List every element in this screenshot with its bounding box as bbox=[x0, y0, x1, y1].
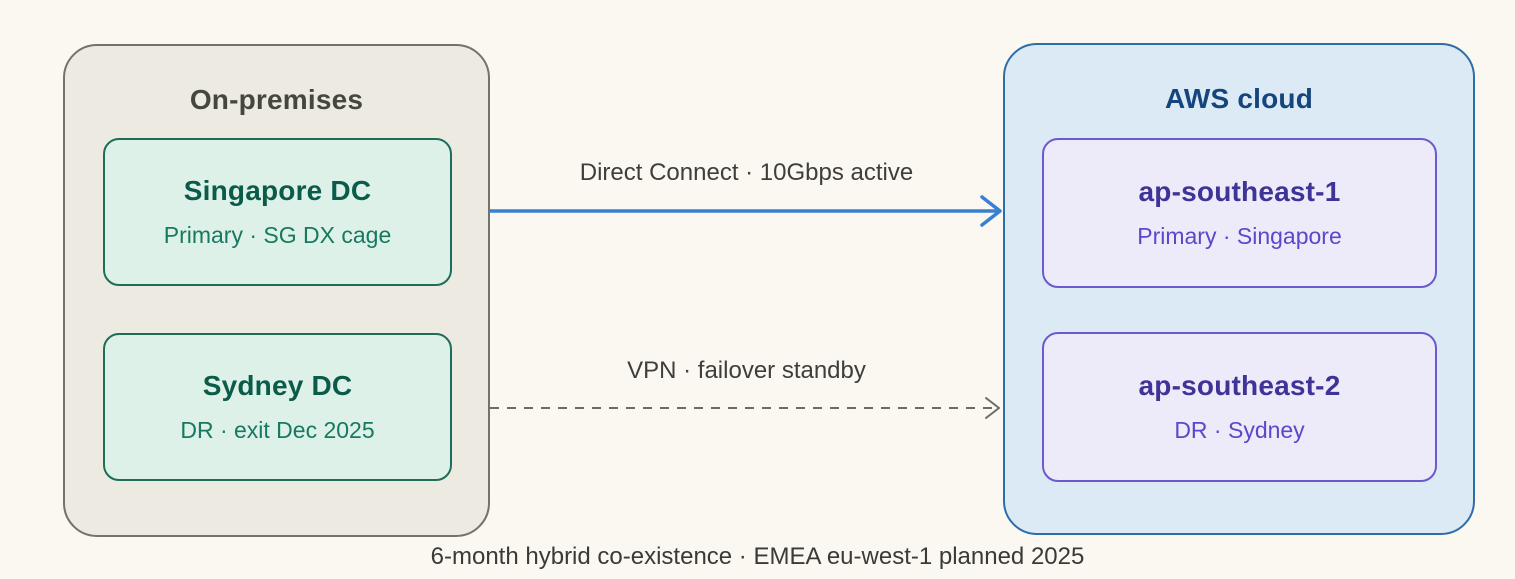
node-ap-southeast-1: ap-southeast-1 Primary · Singapore bbox=[1042, 138, 1437, 288]
edge-label-direct-connect: Direct Connect · 10Gbps active bbox=[579, 159, 914, 186]
node-singapore-dc-subtitle: Primary · SG DX cage bbox=[163, 222, 392, 248]
node-singapore-dc: Singapore DC Primary · SG DX cage bbox=[103, 138, 452, 286]
node-ap-southeast-1-title: ap-southeast-1 bbox=[1138, 176, 1341, 207]
node-singapore-dc-title: Singapore DC bbox=[183, 175, 372, 206]
node-sydney-dc-title: Sydney DC bbox=[202, 370, 353, 401]
node-ap-southeast-2-title: ap-southeast-2 bbox=[1138, 370, 1341, 401]
onprem-group-title: On-premises bbox=[189, 84, 364, 115]
node-ap-southeast-2: ap-southeast-2 DR · Sydney bbox=[1042, 332, 1437, 482]
edge-direct-connect bbox=[490, 195, 1002, 227]
arrowhead-direct-connect bbox=[980, 195, 1002, 227]
node-sydney-dc: Sydney DC DR · exit Dec 2025 bbox=[103, 333, 452, 481]
node-sydney-dc-subtitle: DR · exit Dec 2025 bbox=[180, 417, 375, 443]
edge-vpn bbox=[490, 397, 1000, 419]
node-ap-southeast-1-subtitle: Primary · Singapore bbox=[1137, 223, 1342, 249]
aws-group-title: AWS cloud bbox=[1164, 83, 1314, 114]
edge-label-vpn: VPN · failover standby bbox=[627, 357, 866, 384]
diagram-caption: 6-month hybrid co-existence · EMEA eu-we… bbox=[430, 543, 1085, 570]
node-ap-southeast-2-subtitle: DR · Sydney bbox=[1174, 417, 1305, 443]
arrowhead-vpn bbox=[985, 397, 1000, 419]
